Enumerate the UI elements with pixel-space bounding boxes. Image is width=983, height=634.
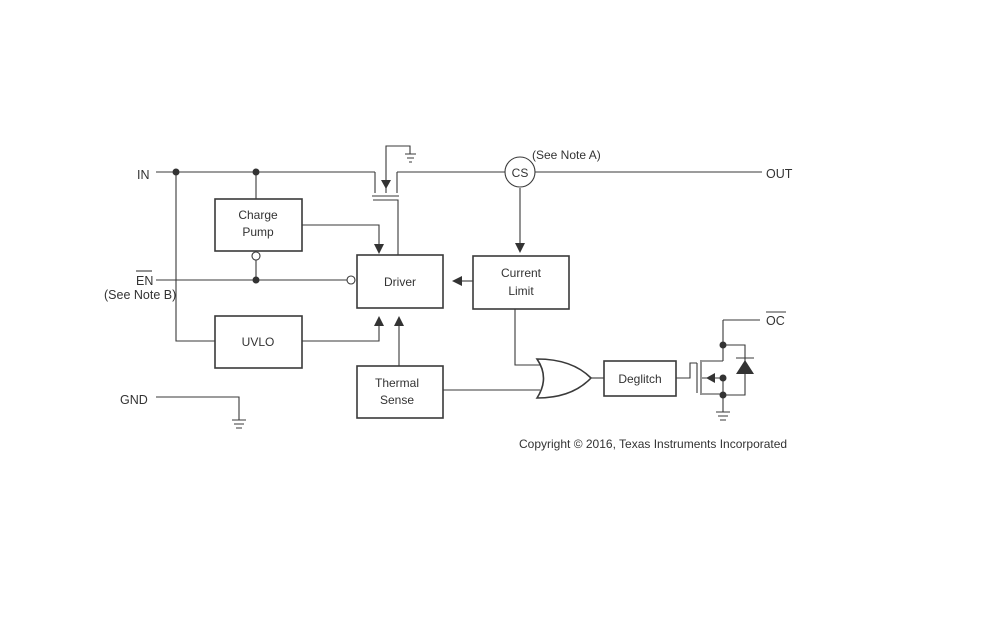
or-gate: [535, 358, 593, 399]
driver-to-gate-wire: [373, 199, 399, 255]
deglitch-label: Deglitch: [618, 372, 661, 386]
junction-oc-top: [719, 341, 727, 349]
gnd-wire: [156, 396, 240, 420]
en-note-label: (See Note B): [104, 288, 176, 302]
driver-block: Driver: [356, 254, 444, 309]
charge-pump-label-line1: Charge: [238, 208, 278, 222]
arrow-charge-pump-to-driver: [374, 244, 384, 254]
arrow-uvlo-to-driver: [374, 316, 384, 326]
current-limit-to-or-wire: [514, 309, 540, 366]
current-sense-element: CS: [504, 156, 536, 188]
driver-en-inversion-bubble: [346, 275, 356, 285]
in-to-uvlo-wire: [175, 172, 215, 342]
gnd-symbol: [232, 419, 246, 429]
junction-in-charge-pump: [252, 168, 260, 176]
uvlo-to-driver-wire: [302, 326, 380, 342]
wires: [136, 145, 786, 429]
arrow-thermal-to-driver: [394, 316, 404, 326]
arrow-power-mosfet: [381, 180, 391, 189]
cs-note-label: (See Note A): [532, 148, 601, 162]
oc-mosfet-body: [700, 319, 760, 412]
deglitch-to-oc-fet-wire: [676, 362, 698, 393]
uvlo-block: UVLO: [214, 315, 303, 369]
thermal-sense-label-line2: Sense: [380, 393, 414, 407]
junction-en: [252, 276, 260, 284]
thermal-sense-label-line1: Thermal: [375, 376, 419, 390]
current-limit-block: Current Limit: [472, 255, 570, 310]
charge-pump-to-driver-wire: [302, 224, 380, 244]
uvlo-label: UVLO: [242, 335, 275, 349]
current-limit-label-line2: Limit: [508, 284, 534, 298]
junction-oc-bottom: [719, 391, 727, 399]
junctions: [172, 168, 727, 399]
arrow-oc-mosfet: [706, 373, 715, 383]
out-pin-label: OUT: [766, 167, 793, 181]
power-mosfet-body: [372, 145, 411, 197]
en-pin-label: EN: [136, 274, 153, 288]
junction-oc-mid: [719, 374, 727, 382]
current-limit-label-line1: Current: [501, 266, 542, 280]
oc-pin-label: OC: [766, 314, 785, 328]
thermal-sense-block: Thermal Sense: [356, 365, 444, 419]
charge-pump-inversion-bubble: [251, 251, 261, 261]
cs-label: CS: [512, 166, 529, 180]
in-pin-label: IN: [137, 168, 150, 182]
driver-label: Driver: [384, 275, 416, 289]
arrows: [374, 180, 754, 383]
zener-diode-triangle: [736, 360, 754, 374]
deglitch-block: Deglitch: [603, 360, 677, 397]
mosfet-ground-symbol: [405, 153, 416, 163]
arrow-current-limit-to-driver: [452, 276, 462, 286]
copyright-text: Copyright © 2016, Texas Instruments Inco…: [519, 437, 787, 451]
arrow-cs-to-current-limit: [515, 243, 525, 253]
charge-pump-label-line2: Pump: [242, 225, 274, 239]
oc-ground-symbol: [716, 411, 730, 421]
junction-in-uvlo: [172, 168, 180, 176]
gnd-pin-label: GND: [120, 393, 148, 407]
charge-pump-block: Charge Pump: [214, 198, 303, 252]
